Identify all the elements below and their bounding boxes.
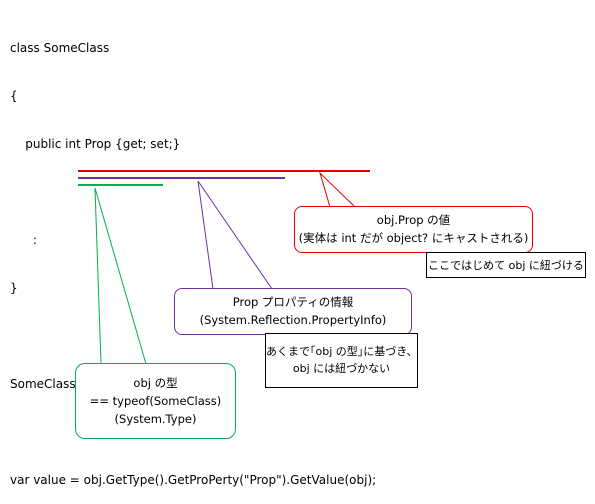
getvalue-note: ここではじめて obj に紐づける bbox=[426, 252, 586, 278]
getproperty-callout-tail bbox=[197, 180, 273, 290]
code-line: : bbox=[10, 233, 37, 247]
getvalue-callout: obj.Prop の値 (実体は int だが object? にキャストされる… bbox=[294, 206, 533, 253]
getproperty-note: あくまで｢obj の型｣に基づき、 obj には紐づかない bbox=[265, 333, 418, 388]
connector-overlay bbox=[78, 170, 370, 365]
callout-line: obj の型 bbox=[133, 376, 178, 390]
code-line: class SomeClass bbox=[10, 41, 110, 55]
code-line-expression: var value = obj.GetType().GetProPerty("P… bbox=[10, 473, 377, 487]
code-line: { bbox=[10, 89, 18, 103]
getproperty-callout: Prop プロパティの情報 (System.Reflection.Propert… bbox=[174, 288, 412, 335]
code-line: } bbox=[10, 281, 18, 295]
note-line: あくまで｢obj の型｣に基づき、 bbox=[266, 345, 418, 358]
code-line: public int Prop {get; set;} bbox=[10, 137, 181, 151]
callout-line: obj.Prop の値 bbox=[376, 213, 451, 227]
callout-line: (System.Reflection.PropertyInfo) bbox=[199, 313, 387, 327]
callout-line: Prop プロパティの情報 bbox=[232, 295, 354, 309]
getvalue-callout-tail bbox=[318, 171, 357, 208]
callout-line: (実体は int だが object? にキャストされる) bbox=[298, 231, 529, 245]
callout-line: (System.Type) bbox=[114, 412, 197, 426]
gettype-callout-tail bbox=[94, 187, 147, 365]
note-line: obj には紐づかない bbox=[292, 362, 391, 375]
callout-line: == typeof(SomeClass) bbox=[89, 394, 222, 408]
note-line: ここではじめて obj に紐づける bbox=[428, 259, 584, 272]
gettype-callout: obj の型 == typeof(SomeClass) (System.Type… bbox=[75, 363, 236, 439]
